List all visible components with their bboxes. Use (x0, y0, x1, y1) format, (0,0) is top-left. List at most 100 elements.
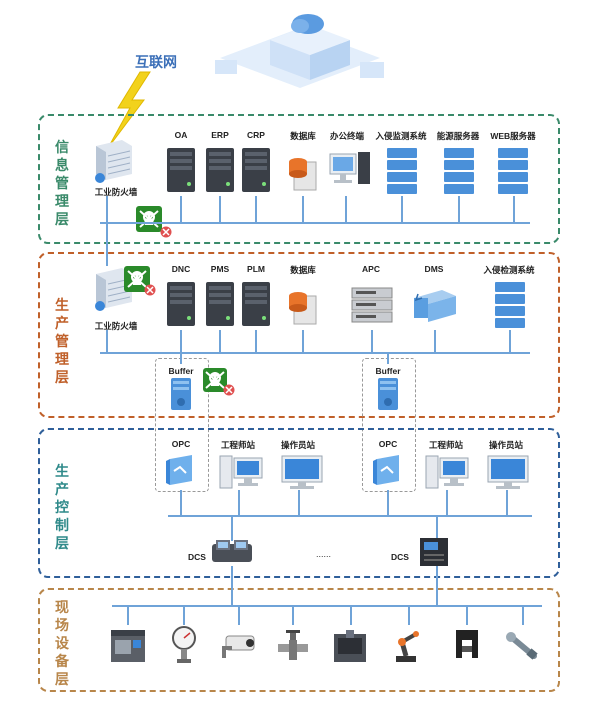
field-device-layer (38, 588, 560, 692)
connector (446, 490, 448, 515)
device-label-crp: CRP (247, 130, 265, 140)
machining-center-icon (334, 630, 366, 662)
connector (255, 330, 257, 352)
connector (458, 196, 460, 222)
ids-server-icon (387, 148, 417, 194)
lightning-icon (107, 71, 151, 149)
connector (231, 566, 233, 606)
firewall-uplink (106, 196, 108, 266)
buffer-opc-group-2 (362, 358, 416, 492)
cloud-datacenter-icon (215, 14, 384, 88)
database-icon (289, 292, 317, 325)
wrench-icon (506, 632, 538, 660)
connector (127, 605, 129, 625)
buffer-opc-group-1 (155, 358, 209, 492)
device-label-ids: 入侵监测系统 (375, 131, 427, 141)
firewall-label: 工业防火墙 (94, 187, 138, 197)
device-label-oa: OA (174, 130, 188, 140)
operator-station-label: 操作员站 (488, 440, 524, 450)
device-label-pms: PMS (210, 264, 230, 274)
device-label-web-server: WEB服务器 (490, 131, 536, 141)
robot-arm-icon (396, 631, 419, 662)
device-label-database: 数据库 (290, 265, 316, 275)
connector (180, 196, 182, 222)
firewall-downlink (106, 330, 108, 352)
camera-icon (222, 635, 255, 658)
apc-rack-icon (351, 287, 393, 323)
connector (219, 196, 221, 222)
connector (350, 605, 352, 625)
prod-mgmt-bus-line (100, 352, 530, 354)
block-icon (144, 284, 156, 296)
connector (238, 605, 240, 625)
connector (466, 605, 468, 625)
connector (506, 490, 508, 515)
connector (387, 490, 389, 515)
connector (434, 330, 436, 352)
valve-icon (278, 630, 308, 660)
connector (513, 196, 515, 222)
device-label-dms: DMS (424, 264, 444, 274)
connector (436, 566, 438, 606)
device-label-dnc: DNC (171, 264, 191, 274)
operator-station-label: 操作员站 (280, 440, 316, 450)
connector (180, 352, 182, 364)
dcs-cabinet-icon (420, 538, 448, 566)
connector (183, 605, 185, 625)
pressure-gauge-icon (172, 626, 196, 663)
database-icon (289, 158, 317, 191)
device-label-office-terminal: 办公终端 (329, 131, 365, 141)
dcs-label: DCS (391, 552, 409, 562)
buffer-server-icon (171, 378, 191, 410)
ids-server-icon (495, 282, 525, 328)
skull-glyph-icon (205, 371, 225, 389)
field-layer-title: 现场设备层 (55, 599, 69, 687)
buffer-label: Buffer (168, 366, 194, 376)
connector (436, 515, 438, 541)
production-control-layer (38, 428, 560, 578)
firewall-icon (95, 140, 132, 183)
pms-server-icon (206, 282, 234, 326)
connector (345, 196, 347, 222)
crp-server-icon (242, 148, 270, 192)
ellipsis-text: ...... (316, 549, 332, 559)
opc-server-icon (166, 455, 192, 485)
firewall-icon (95, 268, 132, 311)
info-bus-line (100, 222, 530, 224)
buffer-label: Buffer (375, 366, 401, 376)
oa-server-icon (167, 148, 195, 192)
prod-mgmt-layer-title: 生产管理层 (55, 297, 69, 385)
gripper-icon (456, 630, 478, 658)
connector (231, 515, 233, 541)
device-label-energy-server: 能源服务器 (436, 131, 480, 141)
device-label-apc: APC (362, 264, 380, 274)
skull-glyph-icon (139, 210, 159, 228)
device-label-ids: 入侵检测系统 (483, 265, 535, 275)
plm-server-icon (242, 282, 270, 326)
connector (180, 490, 182, 515)
dcs-console-icon (212, 540, 252, 562)
connector (302, 196, 304, 222)
web-server-icon (498, 148, 528, 194)
connector (371, 330, 373, 352)
opc-label: OPC (378, 439, 398, 449)
office-terminal-icon (329, 152, 370, 184)
info-management-layer (38, 114, 560, 244)
connector (180, 330, 182, 352)
opc-label: OPC (171, 439, 191, 449)
info-layer-title: 信息管理层 (55, 139, 69, 227)
connector (401, 196, 403, 222)
internet-label: 互联网 (135, 54, 177, 70)
erp-server-icon (206, 148, 234, 192)
production-management-layer (38, 252, 560, 418)
control-bus-line (168, 515, 532, 517)
device-label-database: 数据库 (290, 131, 316, 141)
dnc-server-icon (167, 282, 195, 326)
control-layer-title: 生产控制层 (55, 463, 69, 551)
block-icon (223, 384, 235, 396)
cnc-machine-icon (111, 630, 145, 662)
opc-server-icon (373, 455, 399, 485)
energy-server-icon (444, 148, 474, 194)
block-icon (160, 226, 172, 238)
connector (292, 605, 294, 625)
